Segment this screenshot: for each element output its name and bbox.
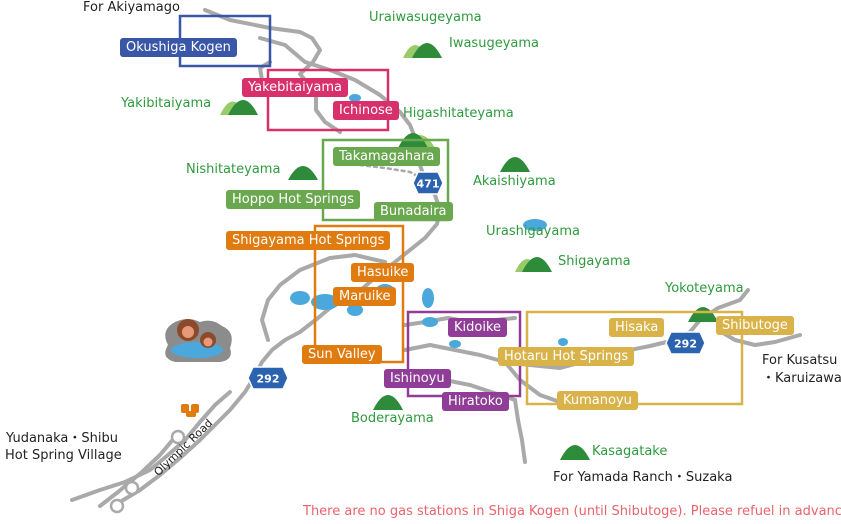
mountain-akaishiyama-icon [500, 157, 530, 172]
mountain-shigayama-icon [515, 257, 552, 272]
road-yamada [513, 398, 527, 464]
area-hotaru-hot-springs[interactable]: Hotaru Hot Springs [498, 347, 635, 366]
road-yudanaka [70, 390, 232, 502]
direction-yudanaka-line2: Hot Spring Village [5, 448, 122, 463]
mountain-higashitateyama: Higashitateyama [403, 106, 514, 121]
area-hiratoko[interactable]: Hiratoko [442, 392, 509, 411]
mountain-boderayama: Boderayama [351, 411, 434, 426]
area-sun-valley[interactable]: Sun Valley [302, 345, 382, 364]
direction-yamada-suzaka: For Yamada Ranch・Suzaka [553, 470, 733, 485]
area-ichinose[interactable]: Ichinose [333, 101, 399, 120]
mountain-kasagatake: Kasagatake [592, 444, 668, 459]
pond-1 [290, 291, 310, 305]
area-yakebitaiyama[interactable]: Yakebitaiyama [242, 78, 349, 97]
mountain-kasagatake-icon [560, 445, 590, 460]
area-shibutoge[interactable]: Shibutoge [716, 316, 794, 335]
pond-5 [422, 288, 434, 308]
road-471 [383, 178, 442, 272]
gas-station-notice: There are no gas stations in Shiga Kogen… [303, 504, 841, 519]
hot-spring-symbol-icon [181, 404, 199, 417]
road-network [70, 8, 802, 508]
route-292-shield-east: 292 [665, 331, 706, 355]
mountain-uraiwasugeyama: Uraiwasugeyama [369, 10, 482, 25]
pond-urashiga [523, 219, 547, 231]
direction-akiyamago: For Akiyamago [83, 0, 180, 15]
route-292-label-east: 292 [674, 338, 697, 351]
area-bunadaira[interactable]: Bunadaira [374, 202, 453, 221]
road-shibutoge [688, 288, 750, 334]
road-kusatsu [716, 328, 802, 347]
frame-yakebitai [266, 68, 390, 132]
direction-kusatsu-line1: For Kusatsu [762, 353, 838, 368]
mountain-urashigayama: Urashigayama [486, 224, 580, 239]
area-okushiga-kogen[interactable]: Okushiga Kogen [120, 38, 237, 57]
pond-9 [558, 338, 568, 346]
pond-maruike [311, 294, 339, 310]
route-292-shield-west: 292 [247, 366, 289, 390]
station-markers [109, 429, 186, 514]
area-maruike[interactable]: Maruike [333, 287, 397, 306]
mountain-akaishiyama: Akaishiyama [473, 174, 556, 189]
area-ishinoyu[interactable]: Ishinoyu [384, 369, 451, 388]
station-marker-2 [124, 480, 140, 496]
area-hisaka[interactable]: Hisaka [609, 318, 665, 337]
area-hoppo-hot-springs[interactable]: Hoppo Hot Springs [226, 190, 361, 209]
mountain-iwasugeyama-icon [403, 43, 442, 58]
road-kumanoyu [503, 360, 562, 404]
pond-6 [422, 317, 438, 327]
direction-yudanaka-line1: Yudanaka・Shibu [6, 431, 118, 446]
mountain-boderayama-icon [373, 395, 403, 410]
route-471-label: 471 [417, 178, 440, 191]
mountain-yakibitaiyama-icon [220, 100, 258, 115]
road-hotaru [403, 330, 692, 370]
area-kidoike[interactable]: Kidoike [448, 318, 508, 337]
road-western-branch [260, 253, 387, 342]
area-takamagahara[interactable]: Takamagahara [333, 147, 441, 166]
pond-7 [449, 340, 461, 348]
area-shigayama-hot-springs[interactable]: Shigayama Hot Springs [226, 231, 391, 250]
mountain-icons [220, 43, 718, 460]
pond-3 [347, 304, 363, 316]
route-292-label-west: 292 [257, 373, 280, 386]
mountain-iwasugeyama: Iwasugeyama [449, 36, 539, 51]
mountain-yakibitaiyama: Yakibitaiyama [121, 96, 212, 111]
mountain-yokoteyama: Yokoteyama [665, 281, 744, 296]
route-471-shield: 471 [412, 171, 444, 195]
mountain-nishitateyama-icon [288, 166, 318, 180]
area-hasuike[interactable]: Hasuike [351, 263, 415, 282]
area-kumanoyu[interactable]: Kumanoyu [557, 391, 638, 410]
pond-hakkenike [349, 94, 361, 102]
mountain-shigayama: Shigayama [558, 254, 631, 269]
station-marker-1 [170, 429, 186, 445]
snow-monkey-onsen-icon [165, 319, 232, 362]
mountain-nishitateyama: Nishitateyama [186, 162, 281, 177]
direction-kusatsu-line2: ・Karuizawa [762, 371, 841, 386]
station-marker-3 [109, 498, 125, 514]
